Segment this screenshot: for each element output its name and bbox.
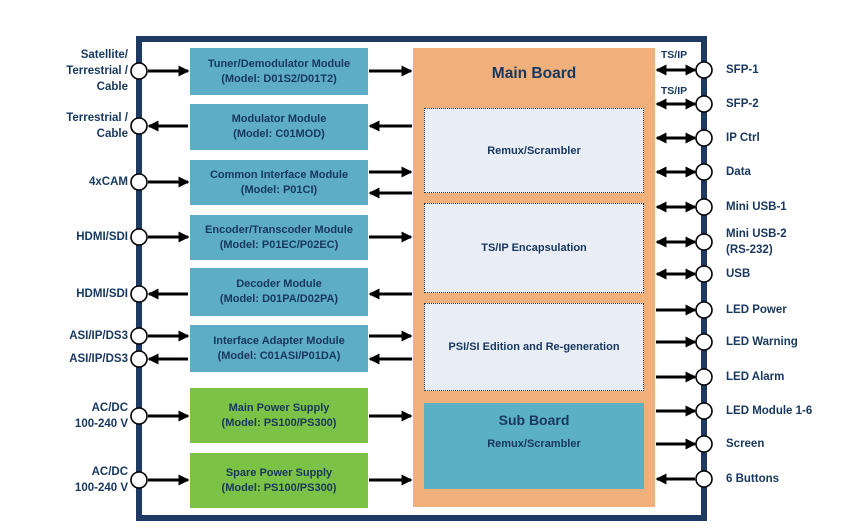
port-circle-right-4 [695,198,713,216]
right-port-label-data: Data [726,166,751,178]
port-circle-left-3 [130,228,148,246]
right-port-label-6-buttons: 6 Buttons [726,473,780,485]
port-circle-right-9 [695,368,713,386]
module-model: (Model: D01S2/D01T2) [221,72,337,85]
port-circle-left-1 [130,117,148,135]
module-model: (Model: PS100/PS300) [221,416,337,429]
port-circle-right-7 [695,301,713,319]
module-interface-adapter: Interface Adapter Module (Model: C01ASI/… [190,325,368,372]
left-port-label-ac-dc-main: AC/DC 100-240 V [74,402,128,430]
module-model: (Model: PS100/PS300) [221,481,337,494]
module-modulator: Modulator Module (Model: C01MOD) [190,104,368,150]
right-port-label-led-module: LED Module 1-6 [726,405,813,417]
section-psi-si-edition: PSI/SI Edition and Re-generation [424,303,644,391]
port-circle-left-4 [130,285,148,303]
port-circle-right-8 [695,333,713,351]
module-tuner-demodulator: Tuner/Demodulator Module (Model: D01S2/D… [190,48,368,95]
module-title: Tuner/Demodulator Module [207,57,351,70]
port-circle-right-6 [695,265,713,283]
main-board-title: Main Board [491,65,577,82]
port-circle-right-0 [695,61,713,79]
right-port-label-usb: USB [726,268,751,280]
right-port-label-led-warning: LED Warning [726,336,798,348]
module-decoder: Decoder Module (Model: D01PA/D02PA) [190,268,368,316]
port-circle-right-10 [695,402,713,420]
sub-board-title: Sub Board [498,412,570,428]
right-port-label-led-alarm: LED Alarm [726,371,785,383]
module-common-interface: Common Interface Module (Model: P01CI) [190,160,368,205]
section-label: Remux/Scrambler [487,144,581,157]
module-main-power-supply: Main Power Supply (Model: PS100/PS300) [190,388,368,443]
module-model: (Model: C01MOD) [233,128,325,140]
tsip-tag-sfp-1: TS/IP [660,49,688,61]
module-model: (Model: D01PA/D02PA) [219,293,339,305]
module-title: Main Power Supply [228,401,330,414]
left-port-label-hdmi-sdi-out: HDMI/SDI [76,288,128,300]
port-circle-left-5 [130,327,148,345]
left-port-label-terrestrial-cable: Terrestrial / Cable [66,112,128,140]
section-tsip-encapsulation: TS/IP Encapsulation [424,203,644,293]
module-title: Decoder Module [236,278,322,290]
port-circle-right-12 [695,470,713,488]
module-model: (Model: P01EC/P02EC) [219,238,339,251]
port-circle-left-7 [130,407,148,425]
right-port-label-ip-ctrl: IP Ctrl [726,132,760,144]
section-label: TS/IP Encapsulation [481,242,587,254]
port-circle-right-11 [695,435,713,453]
module-model: (Model: C01ASI/P01DA) [217,349,341,362]
right-port-label-screen: Screen [726,438,765,450]
module-title: Encoder/Transcoder Module [205,223,353,236]
port-circle-left-6 [130,350,148,368]
port-circle-right-5 [695,233,713,251]
left-port-label-asi-ip-ds3-in: ASI/IP/DS3 [69,330,128,342]
left-port-label-hdmi-sdi-in: HDMI/SDI [76,231,128,243]
tsip-tag-sfp-2: TS/IP [660,85,688,97]
left-port-label-ac-dc-spare: AC/DC 100-240 V [74,466,128,494]
main-board: Main Board Remux/Scrambler TS/IP Encapsu… [413,48,655,507]
port-circle-right-3 [695,163,713,181]
port-circle-right-1 [695,95,713,113]
right-port-label-led-power: LED Power [726,304,787,316]
module-encoder-transcoder: Encoder/Transcoder Module (Model: P01EC/… [190,215,368,260]
sub-board-label: Remux/Scrambler [487,438,581,450]
right-port-label-sfp-1: SFP-1 [726,64,759,76]
module-title: Modulator Module [231,113,327,125]
module-spare-power-supply: Spare Power Supply (Model: PS100/PS300) [190,453,368,508]
section-remux-scrambler: Remux/Scrambler [424,108,644,193]
port-circle-left-2 [130,173,148,191]
left-port-label-asi-ip-ds3-out: ASI/IP/DS3 [69,353,128,365]
module-model: (Model: P01CI) [240,183,318,196]
module-title: Common Interface Module [209,168,349,181]
module-title: Spare Power Supply [225,466,333,479]
port-circle-right-2 [695,129,713,147]
module-title: Interface Adapter Module [213,334,345,347]
section-label: PSI/SI Edition and Re-generation [448,341,620,353]
right-port-label-sfp-2: SFP-2 [726,98,759,110]
left-port-label-satellite-terrestrial-cable: Satellite/ Terrestrial / Cable [66,49,128,93]
sub-board: Sub Board Remux/Scrambler [424,403,644,489]
right-port-label-mini-usb-2: Mini USB-2 (RS-232) [726,228,787,256]
port-circle-left-8 [130,471,148,489]
right-port-label-mini-usb-1: Mini USB-1 [726,201,787,213]
port-circle-left-0 [130,62,148,80]
left-port-label-4xcam: 4xCAM [89,176,128,188]
